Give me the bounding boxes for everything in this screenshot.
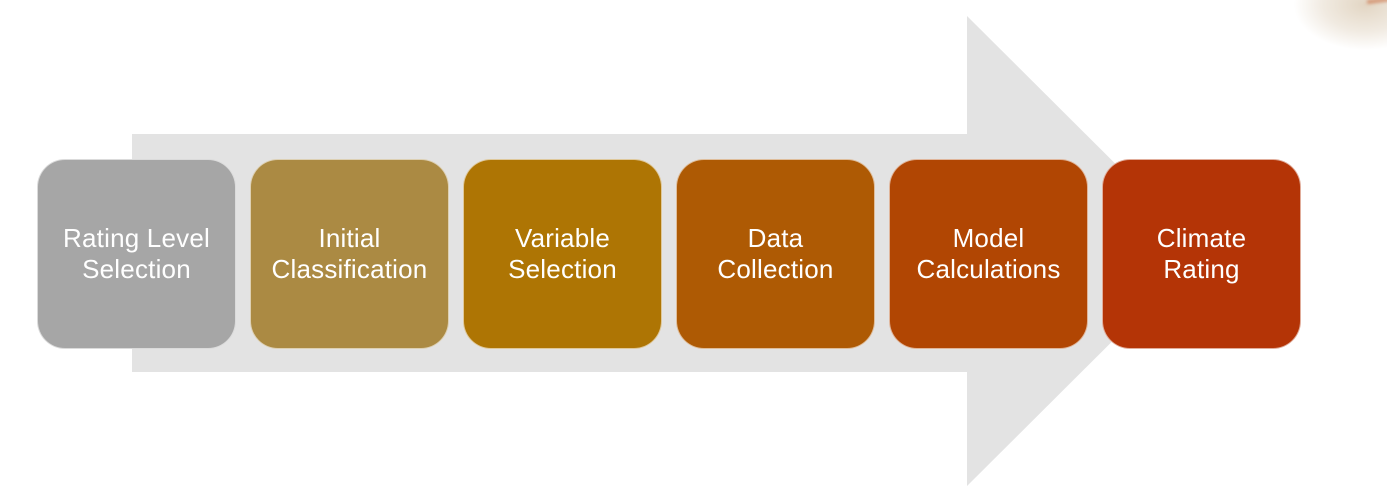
step-label-line: Rating Level bbox=[63, 223, 210, 253]
step-model-calculations: Model Calculations bbox=[889, 159, 1088, 349]
step-label: Variable Selection bbox=[508, 223, 617, 285]
step-label: Climate Rating bbox=[1157, 223, 1247, 285]
right-arrow-polygon bbox=[132, 16, 1203, 486]
step-label-line: Collection bbox=[717, 254, 834, 284]
step-label-line: Classification bbox=[271, 254, 428, 284]
step-label-line: Selection bbox=[508, 254, 617, 284]
step-label: Rating Level Selection bbox=[63, 223, 210, 285]
step-label: Data Collection bbox=[717, 223, 833, 285]
step-data-collection: Data Collection bbox=[676, 159, 875, 349]
step-label-line: Climate bbox=[1156, 223, 1247, 253]
process-steps-row: Rating Level Selection Initial Classific… bbox=[37, 159, 1301, 349]
step-label-line: Model bbox=[952, 223, 1025, 253]
step-label-line: Calculations bbox=[916, 254, 1061, 284]
step-label-line: Initial bbox=[318, 223, 381, 253]
step-climate-rating: Climate Rating bbox=[1102, 159, 1301, 349]
step-rating-level-selection: Rating Level Selection bbox=[37, 159, 236, 349]
step-initial-classification: Initial Classification bbox=[250, 159, 449, 349]
step-label: Model Calculations bbox=[916, 223, 1060, 285]
step-variable-selection: Variable Selection bbox=[463, 159, 662, 349]
step-label-line: Selection bbox=[82, 254, 191, 284]
step-label-line: Data bbox=[747, 223, 804, 253]
step-label: Initial Classification bbox=[272, 223, 428, 285]
step-label-line: Variable bbox=[514, 223, 611, 253]
step-label-line: Rating bbox=[1163, 254, 1240, 284]
